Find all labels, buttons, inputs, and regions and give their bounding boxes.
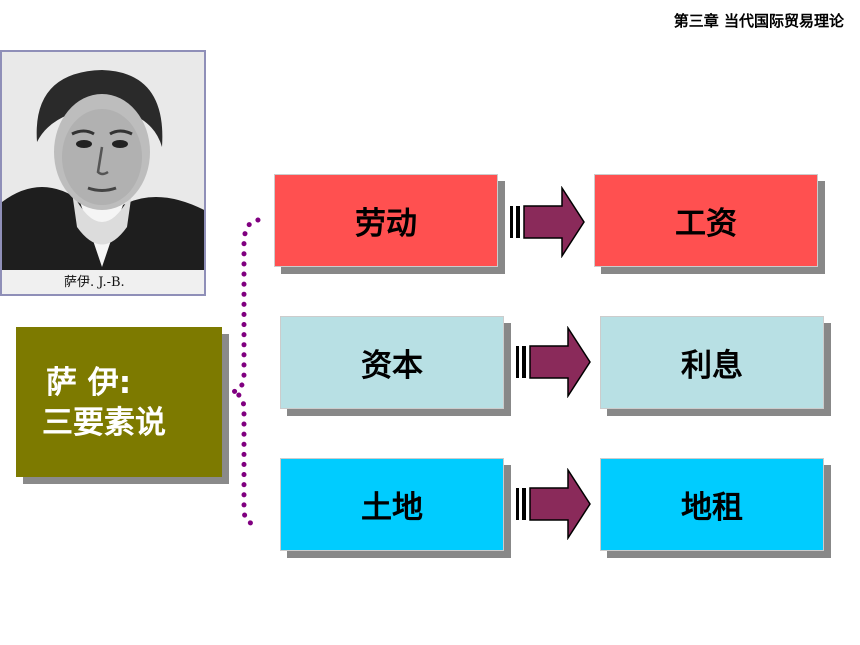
- theory-line-1: 萨 伊:: [46, 365, 132, 401]
- chapter-title: 第三章 当代国际贸易理论: [673, 12, 844, 30]
- factor-capital: 资本: [280, 316, 504, 409]
- income-wages: 工资: [594, 174, 818, 267]
- income-interest: 利息: [600, 316, 824, 409]
- income-wages-label: 工资: [675, 206, 737, 242]
- portrait-image: 萨伊. J.-B.: [0, 50, 206, 296]
- factor-labor-label: 劳动: [355, 206, 417, 242]
- arrow-1-icon: [510, 186, 585, 258]
- say-theory-box: 萨 伊: 三要素说: [16, 327, 222, 477]
- theory-line-2: 三要素说: [42, 405, 166, 441]
- arrow-2-icon: [516, 326, 591, 398]
- factor-land-label: 土地: [361, 490, 423, 526]
- portrait-drawing: [2, 52, 204, 294]
- factor-land: 土地: [280, 458, 504, 551]
- income-rent-label: 地租: [681, 490, 743, 526]
- income-rent: 地租: [600, 458, 824, 551]
- factor-capital-label: 资本: [361, 348, 423, 384]
- income-interest-label: 利息: [681, 348, 743, 384]
- arrow-3-icon: [516, 468, 591, 540]
- portrait-caption: 萨伊. J.-B.: [64, 275, 125, 290]
- dotted-bracket: [231, 217, 263, 529]
- factor-labor: 劳动: [274, 174, 498, 267]
